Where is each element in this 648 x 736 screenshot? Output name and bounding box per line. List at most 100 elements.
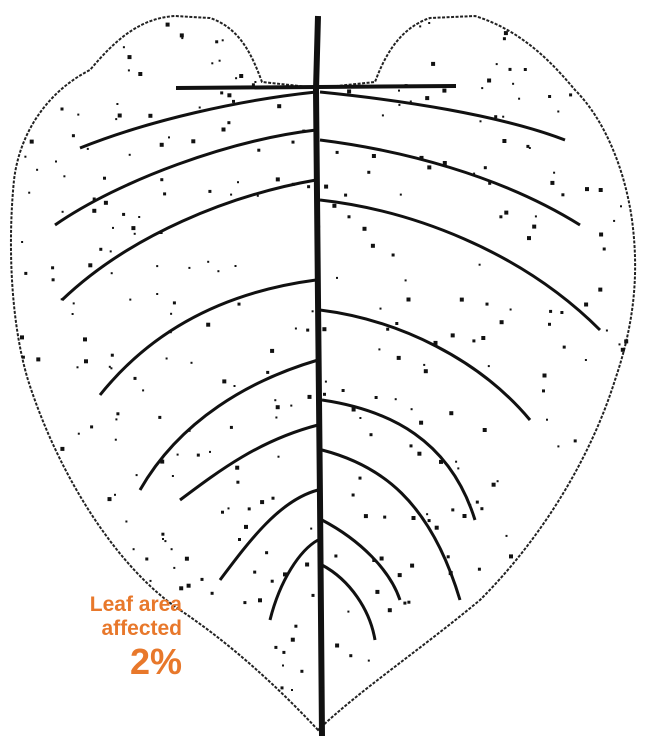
lesion-spot bbox=[524, 68, 527, 71]
lesion-spot bbox=[561, 193, 564, 196]
lesion-spot bbox=[257, 195, 259, 197]
lesion-spot bbox=[244, 525, 248, 529]
lesion-spot bbox=[191, 139, 195, 143]
lesion-spot bbox=[473, 173, 475, 175]
lesion-spot bbox=[55, 161, 57, 163]
lesion-spot bbox=[546, 419, 548, 421]
lesion-spot bbox=[542, 389, 545, 392]
lesion-spot bbox=[352, 408, 356, 412]
lesion-spot bbox=[61, 298, 63, 300]
lesion-spot bbox=[486, 303, 489, 306]
lesion-spot bbox=[334, 555, 337, 558]
lesion-spot bbox=[166, 23, 170, 27]
lesion-spot bbox=[372, 154, 376, 158]
lesion-spot bbox=[171, 548, 173, 550]
lesion-spot bbox=[344, 194, 347, 197]
lesion-spot bbox=[319, 413, 321, 415]
lesion-spot bbox=[395, 322, 398, 325]
lesion-spot bbox=[230, 426, 233, 429]
lesion-spot bbox=[428, 22, 430, 24]
lesion-spot bbox=[156, 293, 158, 295]
midrib bbox=[316, 16, 322, 736]
lesion-spot bbox=[434, 341, 438, 345]
lesion-spot bbox=[77, 114, 79, 116]
lesion-spot bbox=[500, 320, 504, 324]
lesion-spot bbox=[161, 533, 164, 536]
lesion-spot bbox=[108, 497, 112, 501]
lesion-spot bbox=[291, 638, 295, 642]
lesion-spot bbox=[382, 114, 384, 116]
lesion-spot bbox=[110, 250, 112, 252]
lesion-spot bbox=[125, 521, 127, 523]
lesion-spot bbox=[235, 466, 239, 470]
lesion-spot bbox=[371, 244, 375, 248]
lesion-spot bbox=[527, 236, 531, 240]
lesion-spot bbox=[138, 72, 142, 76]
lesion-spot bbox=[417, 452, 421, 456]
caption-percentage: 2% bbox=[60, 641, 182, 683]
lesion-spot bbox=[87, 148, 89, 150]
leaf-area-caption: Leaf area affected 2% bbox=[60, 593, 182, 683]
lesion-spot bbox=[504, 31, 508, 35]
lesion-spot bbox=[145, 558, 148, 561]
vein bbox=[100, 280, 316, 395]
lesion-spot bbox=[274, 646, 277, 649]
lesion-spot bbox=[502, 116, 504, 118]
vein bbox=[220, 490, 318, 580]
lesion-spot bbox=[281, 686, 284, 689]
lesion-spot bbox=[460, 298, 464, 302]
lesion-spot bbox=[179, 586, 183, 590]
lesion-spot bbox=[606, 330, 608, 332]
lesion-spot bbox=[253, 571, 256, 574]
lesion-spot bbox=[364, 514, 368, 518]
lesion-spot bbox=[220, 91, 223, 94]
lesion-spot bbox=[92, 209, 96, 213]
lesion-spot bbox=[235, 77, 237, 79]
lesion-spot bbox=[168, 136, 170, 138]
lesion-spot bbox=[428, 519, 431, 522]
lesion-spot bbox=[30, 140, 34, 144]
lesion-spot bbox=[292, 141, 295, 144]
lesion-spot bbox=[62, 211, 64, 213]
lesion-spot bbox=[397, 356, 401, 360]
lesion-spot bbox=[419, 421, 423, 425]
lesion-spot bbox=[306, 329, 309, 332]
lesion-spot bbox=[118, 114, 122, 118]
lesion-spot bbox=[243, 601, 246, 604]
lesion-spot bbox=[410, 564, 414, 568]
lesion-spot bbox=[312, 594, 315, 597]
lesion-spot bbox=[497, 480, 499, 482]
lesion-spot bbox=[115, 118, 117, 120]
lesion-spot bbox=[560, 311, 563, 314]
lesion-spot bbox=[128, 69, 130, 71]
lesion-spot bbox=[411, 408, 413, 410]
caption-line-1: Leaf area bbox=[60, 593, 182, 617]
lesion-spot bbox=[349, 654, 352, 657]
lesion-spot bbox=[116, 412, 119, 415]
lesion-spot bbox=[90, 425, 93, 428]
lesion-spot bbox=[222, 128, 226, 132]
lesion-spot bbox=[217, 270, 219, 272]
lesion-spot bbox=[368, 660, 370, 662]
lesion-spot bbox=[173, 301, 176, 304]
lesion-spot bbox=[162, 538, 164, 540]
lesion-spot bbox=[277, 104, 281, 108]
lesion-spot bbox=[115, 418, 117, 420]
lesion-spot bbox=[252, 83, 255, 86]
lesion-spot bbox=[557, 111, 559, 113]
lesion-spot bbox=[510, 309, 512, 311]
vein bbox=[322, 520, 400, 600]
lesion-spot bbox=[378, 348, 380, 350]
lesion-spot bbox=[129, 154, 131, 156]
lesion-spot bbox=[163, 192, 166, 195]
lesion-spot bbox=[228, 507, 230, 509]
lesion-spot bbox=[99, 248, 102, 251]
lesion-spot bbox=[318, 216, 320, 218]
lesion-spot bbox=[375, 396, 378, 399]
lesion-spot bbox=[320, 688, 324, 692]
lesion-spot bbox=[52, 278, 55, 281]
lesion-spot bbox=[624, 339, 628, 343]
lesion-spot bbox=[207, 261, 209, 263]
lesion-spot bbox=[235, 265, 237, 267]
lesion-spot bbox=[136, 474, 138, 476]
